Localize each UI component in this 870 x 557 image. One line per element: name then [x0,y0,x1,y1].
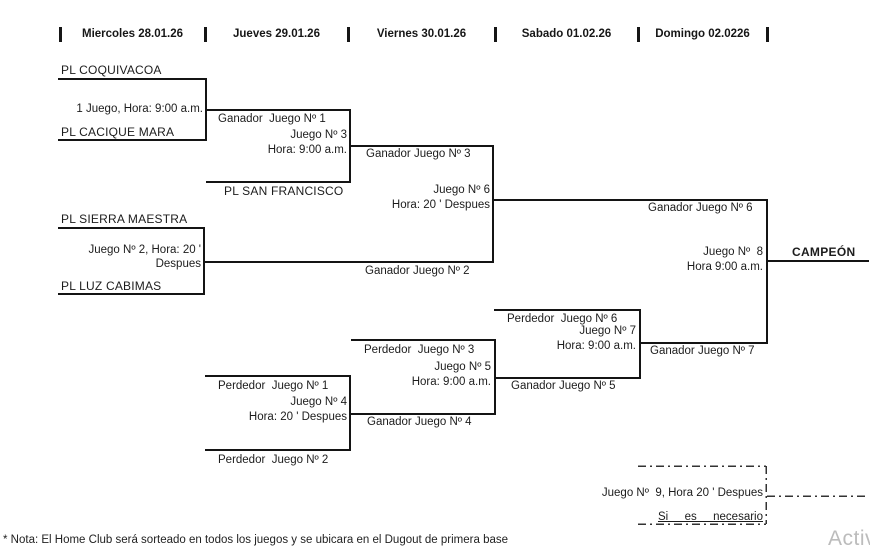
header-date-sunday: Domingo 02.0226 [655,28,750,40]
header-separator [347,27,350,42]
team-pl-coquivacoa: PL COQUIVACOA [61,63,162,77]
team-pl-san-francisco: PL SAN FRANCISCO [224,184,344,198]
game7-info-line2: Hora: 9:00 a.m. [556,340,636,352]
feed-perdedor-juego-2: Perdedor Juego Nº 2 [218,454,329,466]
game3-info-line2: Hora: 9:00 a.m. [267,144,347,156]
feed-perdedor-juego-1: Perdedor Juego Nº 1 [218,380,329,392]
game2-info-line2: Despues [155,258,201,270]
header-separator [59,27,62,42]
header-separator [766,27,769,42]
game9-if-necessary: Si es necesario [657,511,763,523]
game7-info-line1: Juego Nº 7 [579,325,636,337]
feed-ganador-juego-6: Ganador Juego Nº 6 [648,202,753,214]
header-date-wednesday: Miercoles 28.01.26 [81,28,183,40]
game6-info-line2: Hora: 20 ' Despues [391,199,490,211]
game9-info: Juego Nº 9, Hora 20 ' Despues [601,487,763,499]
game5-info-line2: Hora: 9:00 a.m. [411,376,491,388]
game8-info-line1: Juego Nº 8 [703,246,763,258]
game4-info-line2: Hora: 20 ' Despues [248,411,347,423]
footnote: * Nota: El Home Club será sorteado en to… [3,534,509,546]
team-pl-luz-cabimas: PL LUZ CABIMAS [61,279,162,293]
feed-ganador-juego-4: Ganador Juego Nº 4 [367,416,472,428]
header-date-friday: Viernes 30.01.26 [376,28,467,40]
team-pl-cacique-mara: PL CACIQUE MARA [61,125,175,139]
feed-perdedor-juego-6: Perdedor Juego Nº 6 [507,313,618,325]
game4-info-line1: Juego Nº 4 [290,396,347,408]
feed-ganador-juego-1: Ganador Juego Nº 1 [218,113,326,125]
activation-watermark: Activ [828,527,870,550]
feed-ganador-juego-5: Ganador Juego Nº 5 [511,380,616,392]
feed-ganador-juego-3: Ganador Juego Nº 3 [366,148,471,160]
header-date-thursday: Jueves 29.01.26 [233,28,320,40]
game8-info-line2: Hora 9:00 a.m. [686,261,763,273]
game2-info-line1: Juego Nº 2, Hora: 20 ' [88,244,201,256]
game6-info-line1: Juego Nº 6 [433,184,490,196]
header-date-saturday: Sabado 01.02.26 [521,28,612,40]
team-pl-sierra-maestra: PL SIERRA MAESTRA [61,212,188,226]
header-separator [637,27,640,42]
champion-label: CAMPEÓN [792,245,856,259]
feed-ganador-juego-7: Ganador Juego Nº 7 [650,345,755,357]
game1-info: 1 Juego, Hora: 9:00 a.m. [76,103,203,115]
game3-info-line1: Juego Nº 3 [290,129,347,141]
feed-ganador-juego-2: Ganador Juego Nº 2 [365,265,470,277]
game5-info-line1: Juego Nº 5 [434,361,491,373]
header-separator [204,27,207,42]
bracket-solid-lines [58,78,869,451]
feed-perdedor-juego-3: Perdedor Juego Nº 3 [364,344,475,356]
header-separator [494,27,497,42]
